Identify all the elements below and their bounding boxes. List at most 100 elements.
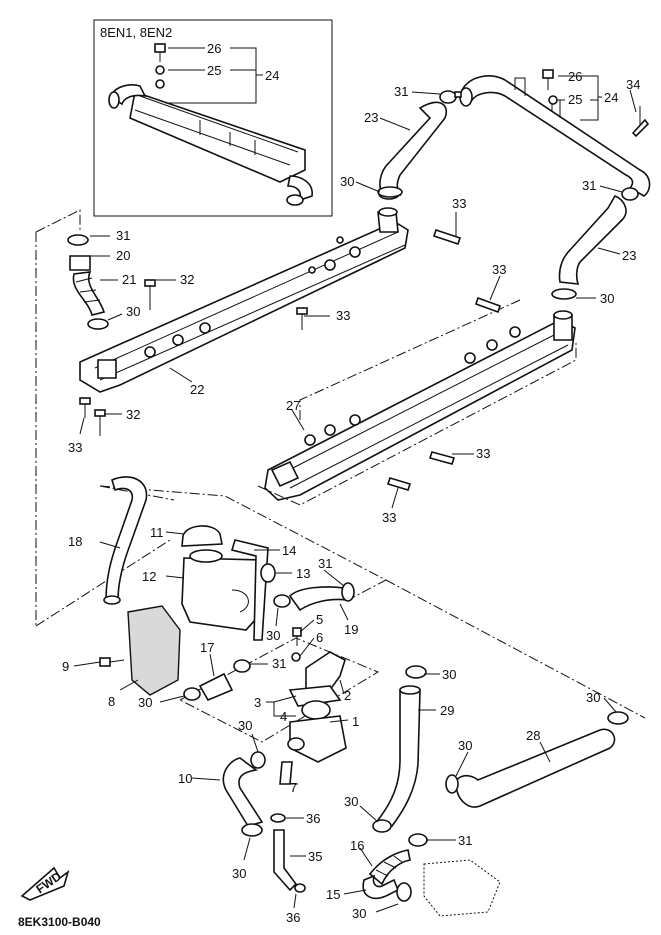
callout-30: 30 [238,718,252,733]
callout-30: 30 [344,794,358,809]
hose-10 [222,757,264,827]
clamp-30-right [551,288,577,300]
clamp-30-hose29-bottom [372,819,392,833]
callout-21: 21 [122,272,136,287]
inset-bolt-26 [154,43,166,62]
callout-23: 23 [622,248,636,263]
gasket-and-thermostat-3-4 [288,685,342,720]
clip-36-upper [270,813,286,823]
callout-5: 5 [316,612,323,627]
callout-labels: 31 23 26 25 24 34 30 33 31 23 31 20 21 3… [62,69,640,925]
thermostat-cover-2 [305,651,346,691]
callout-14: 14 [282,543,296,558]
callout-17: 17 [200,640,214,655]
callout-12: 12 [142,569,156,584]
callout-30: 30 [266,628,280,643]
hose-18 [103,476,148,605]
callout-16: 16 [350,838,364,853]
callout-26: 26 [568,69,582,84]
callout-10: 10 [178,771,192,786]
callout-3: 3 [254,695,261,710]
callout-32: 32 [180,272,194,287]
callout-32: 32 [126,407,140,422]
callout-33: 33 [492,262,506,277]
callout-30: 30 [600,291,614,306]
upper-right-water-pipe [459,75,651,197]
inset-manifold [108,79,313,206]
callout-31: 31 [394,84,408,99]
tank-12 [181,549,265,631]
clamp-30-hose29-top [405,665,427,679]
hose-23-upper [378,101,447,200]
inset-box: 8EN1, 8EN2 26 25 24 [93,19,333,217]
clamp-31-mid [341,582,355,602]
callout-19: 19 [344,622,358,637]
clamp-30-left [87,318,109,330]
callout-31: 31 [458,833,472,848]
hose-21 [72,271,105,316]
callout-18: 18 [68,534,82,549]
housing-1 [287,715,347,763]
callout-22: 22 [190,382,204,397]
callout-24: 24 [604,90,618,105]
hose-19 [288,586,347,612]
callout-25: 25 [568,92,582,107]
bolt-5 [292,627,302,646]
callout-7: 7 [290,780,297,795]
callout-2: 2 [344,688,351,703]
hose-14 [230,539,269,641]
clamp-30-hose10-bottom [241,823,263,837]
callout-33: 33 [336,308,350,323]
bracket-8 [127,605,181,696]
clamp-31-right [621,187,639,201]
callout-33: 33 [476,446,490,461]
callout-1: 1 [352,714,359,729]
callout-30: 30 [126,304,140,319]
clamp-31-top [439,90,462,104]
callout-15: 15 [326,887,340,902]
callout-31: 31 [272,656,286,671]
clamp-30-hose10-top [250,751,266,769]
callout-13: 13 [296,566,310,581]
callout-27: 27 [286,398,300,413]
bolt-33-left [79,397,91,418]
clamp-31-lower [233,659,251,673]
callout-11: 11 [150,525,164,540]
callout-31: 31 [318,556,332,571]
callout-30: 30 [232,866,246,881]
callout-30: 30 [340,174,354,189]
callout-31: 31 [116,228,130,243]
callout-24-inset: 24 [265,68,279,83]
callout-9: 9 [62,659,69,674]
clamp-30-hose28-right [607,711,629,725]
callout-29: 29 [440,703,454,718]
callout-33: 33 [68,440,82,455]
callout-30: 30 [586,690,600,705]
callout-6: 6 [316,630,323,645]
diagram-code: 8EK3100-B040 [18,915,101,929]
callout-23: 23 [364,110,378,125]
callout-30: 30 [442,667,456,682]
hose-17 [198,672,234,702]
inset-washer-25 [155,65,165,75]
hose-23-right [558,195,627,285]
leader-lines [73,75,637,913]
callout-4: 4 [280,709,287,724]
clamp-30-hose28-left [445,774,459,794]
cap-11 [181,525,223,547]
bolt-33-bottom [386,477,412,491]
callout-35: 35 [308,849,322,864]
hose-35 [273,829,298,892]
exhaust-manifold-27 [264,310,576,501]
clip-36-lower [294,883,306,893]
inset-model-label: 8EN1, 8EN2 [100,25,172,40]
bolt-33-lower-mid [428,451,456,465]
hose-29 [376,685,421,827]
callout-33: 33 [452,196,466,211]
bolt-26-right [542,69,558,105]
callout-36: 36 [306,811,320,826]
clamp-30-mid [273,594,291,608]
washer-6 [291,652,301,662]
callout-31: 31 [582,178,596,193]
